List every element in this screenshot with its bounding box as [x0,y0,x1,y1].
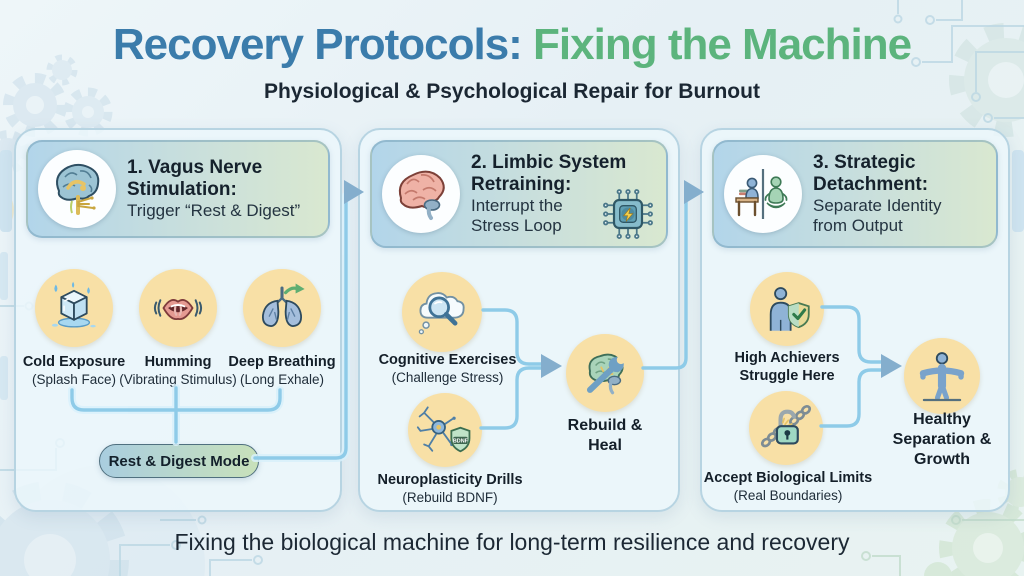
panel-limbic-system-retraining: 2. Limbic System Retraining: Interrupt t… [358,128,680,512]
neuron-bdnf-shield-icon: BDNF [416,406,471,453]
circuit-chip-icon [603,189,653,239]
cognitive-exercises-label: Cognitive Exercises (Challenge Stress) [378,352,517,385]
panel-2-title: 2. Limbic System Retraining: [471,152,627,195]
humming-circle [139,269,217,347]
circuit-traces-bottom-right [861,515,1024,576]
cold-exposure-circle [35,269,113,347]
left-edge-tab-3 [0,356,8,400]
work-self-split-icon [735,169,788,219]
humming-mouth-icon [153,299,203,321]
panel-vagus-nerve-stimulation: 1. Vagus Nerve Stimulation: Trigger “Res… [14,128,342,512]
cloud-magnifier-icon [418,292,465,335]
panel-1-header: 1. Vagus Nerve Stimulation: Trigger “Res… [26,140,330,238]
panel-2-chip-badge [600,186,656,247]
healthy-separation-circle [904,338,980,414]
left-edge-tab-2 [0,252,8,300]
rebuild-heal-circle [566,334,644,412]
deep-breathing-circle [243,269,321,347]
limbic-brain-icon [398,170,445,220]
humming-label: Humming (Vibrating Stimulus) [119,354,237,387]
page-subtitle: Physiological & Psychological Repair for… [264,80,760,104]
left-edge-tab [0,150,12,232]
healthy-separation-label: Healthy Separation & Growth [892,411,992,468]
brain-repair-icon [586,353,626,395]
panel-3-title: 3. Strategic Detachment: [813,152,929,195]
panel-3-header-circle [724,155,802,233]
panel-2-header-circle [382,155,460,233]
panel-2-header-text: 2. Limbic System Retraining: Interrupt t… [471,152,658,235]
title-part-green: Fixing the Machine [533,20,912,69]
panel-1-header-circle [38,150,116,228]
high-achievers-label: High Achievers Struggle Here [734,350,840,384]
title-part-blue: Recovery Protocols: [112,20,534,69]
biological-limits-label: Accept Biological Limits (Real Boundarie… [703,470,873,503]
gear-top-right [949,23,1024,137]
rest-digest-mode-pill: Rest & Digest Mode [99,444,259,478]
panel-1-header-text: 1. Vagus Nerve Stimulation: Trigger “Res… [127,157,320,220]
footer-caption: Fixing the biological machine for long-t… [174,529,850,555]
panel-strategic-detachment: 3. Strategic Detachment: Separate Identi… [700,128,1010,512]
circuit-traces-top-right [893,0,1024,123]
rebuild-heal-label: Rebuild & Heal [567,417,643,454]
open-arms-person-icon [919,352,965,402]
panel-3-subtitle: Separate Identity from Output [813,196,942,235]
panel-2-header: 2. Limbic System Retraining: Interrupt t… [370,140,668,248]
broken-chain-lock-icon [760,404,812,448]
vagus-nerve-brain-icon [56,163,100,215]
cognitive-exercises-circle [402,272,482,352]
bdnf-shield-text: BDNF [453,438,469,444]
panel-3-header: 3. Strategic Detachment: Separate Identi… [712,140,998,248]
page-title: Recovery Protocols: Fixing the Machine [0,20,1024,69]
ice-cube-icon [51,281,96,328]
neuroplasticity-label: Neuroplasticity Drills (Rebuild BDNF) [377,472,523,505]
cold-exposure-label: Cold Exposure (Splash Face) [22,354,126,387]
panel-1-title: 1. Vagus Nerve Stimulation: [127,157,263,200]
lungs-exhale-icon [261,283,305,328]
deep-breathing-label: Deep Breathing (Long Exhale) [228,354,336,387]
person-shield-check-icon [769,287,810,331]
right-edge-tab [1012,150,1024,232]
panel-2-subtitle: Interrupt the Stress Loop [471,196,563,235]
panel-3-header-text: 3. Strategic Detachment: Separate Identi… [813,152,988,235]
biological-limits-circle [749,391,823,465]
panel-1-subtitle: Trigger “Rest & Digest” [127,201,301,221]
high-achievers-circle [750,272,824,346]
neuroplasticity-circle: BDNF [408,393,482,467]
